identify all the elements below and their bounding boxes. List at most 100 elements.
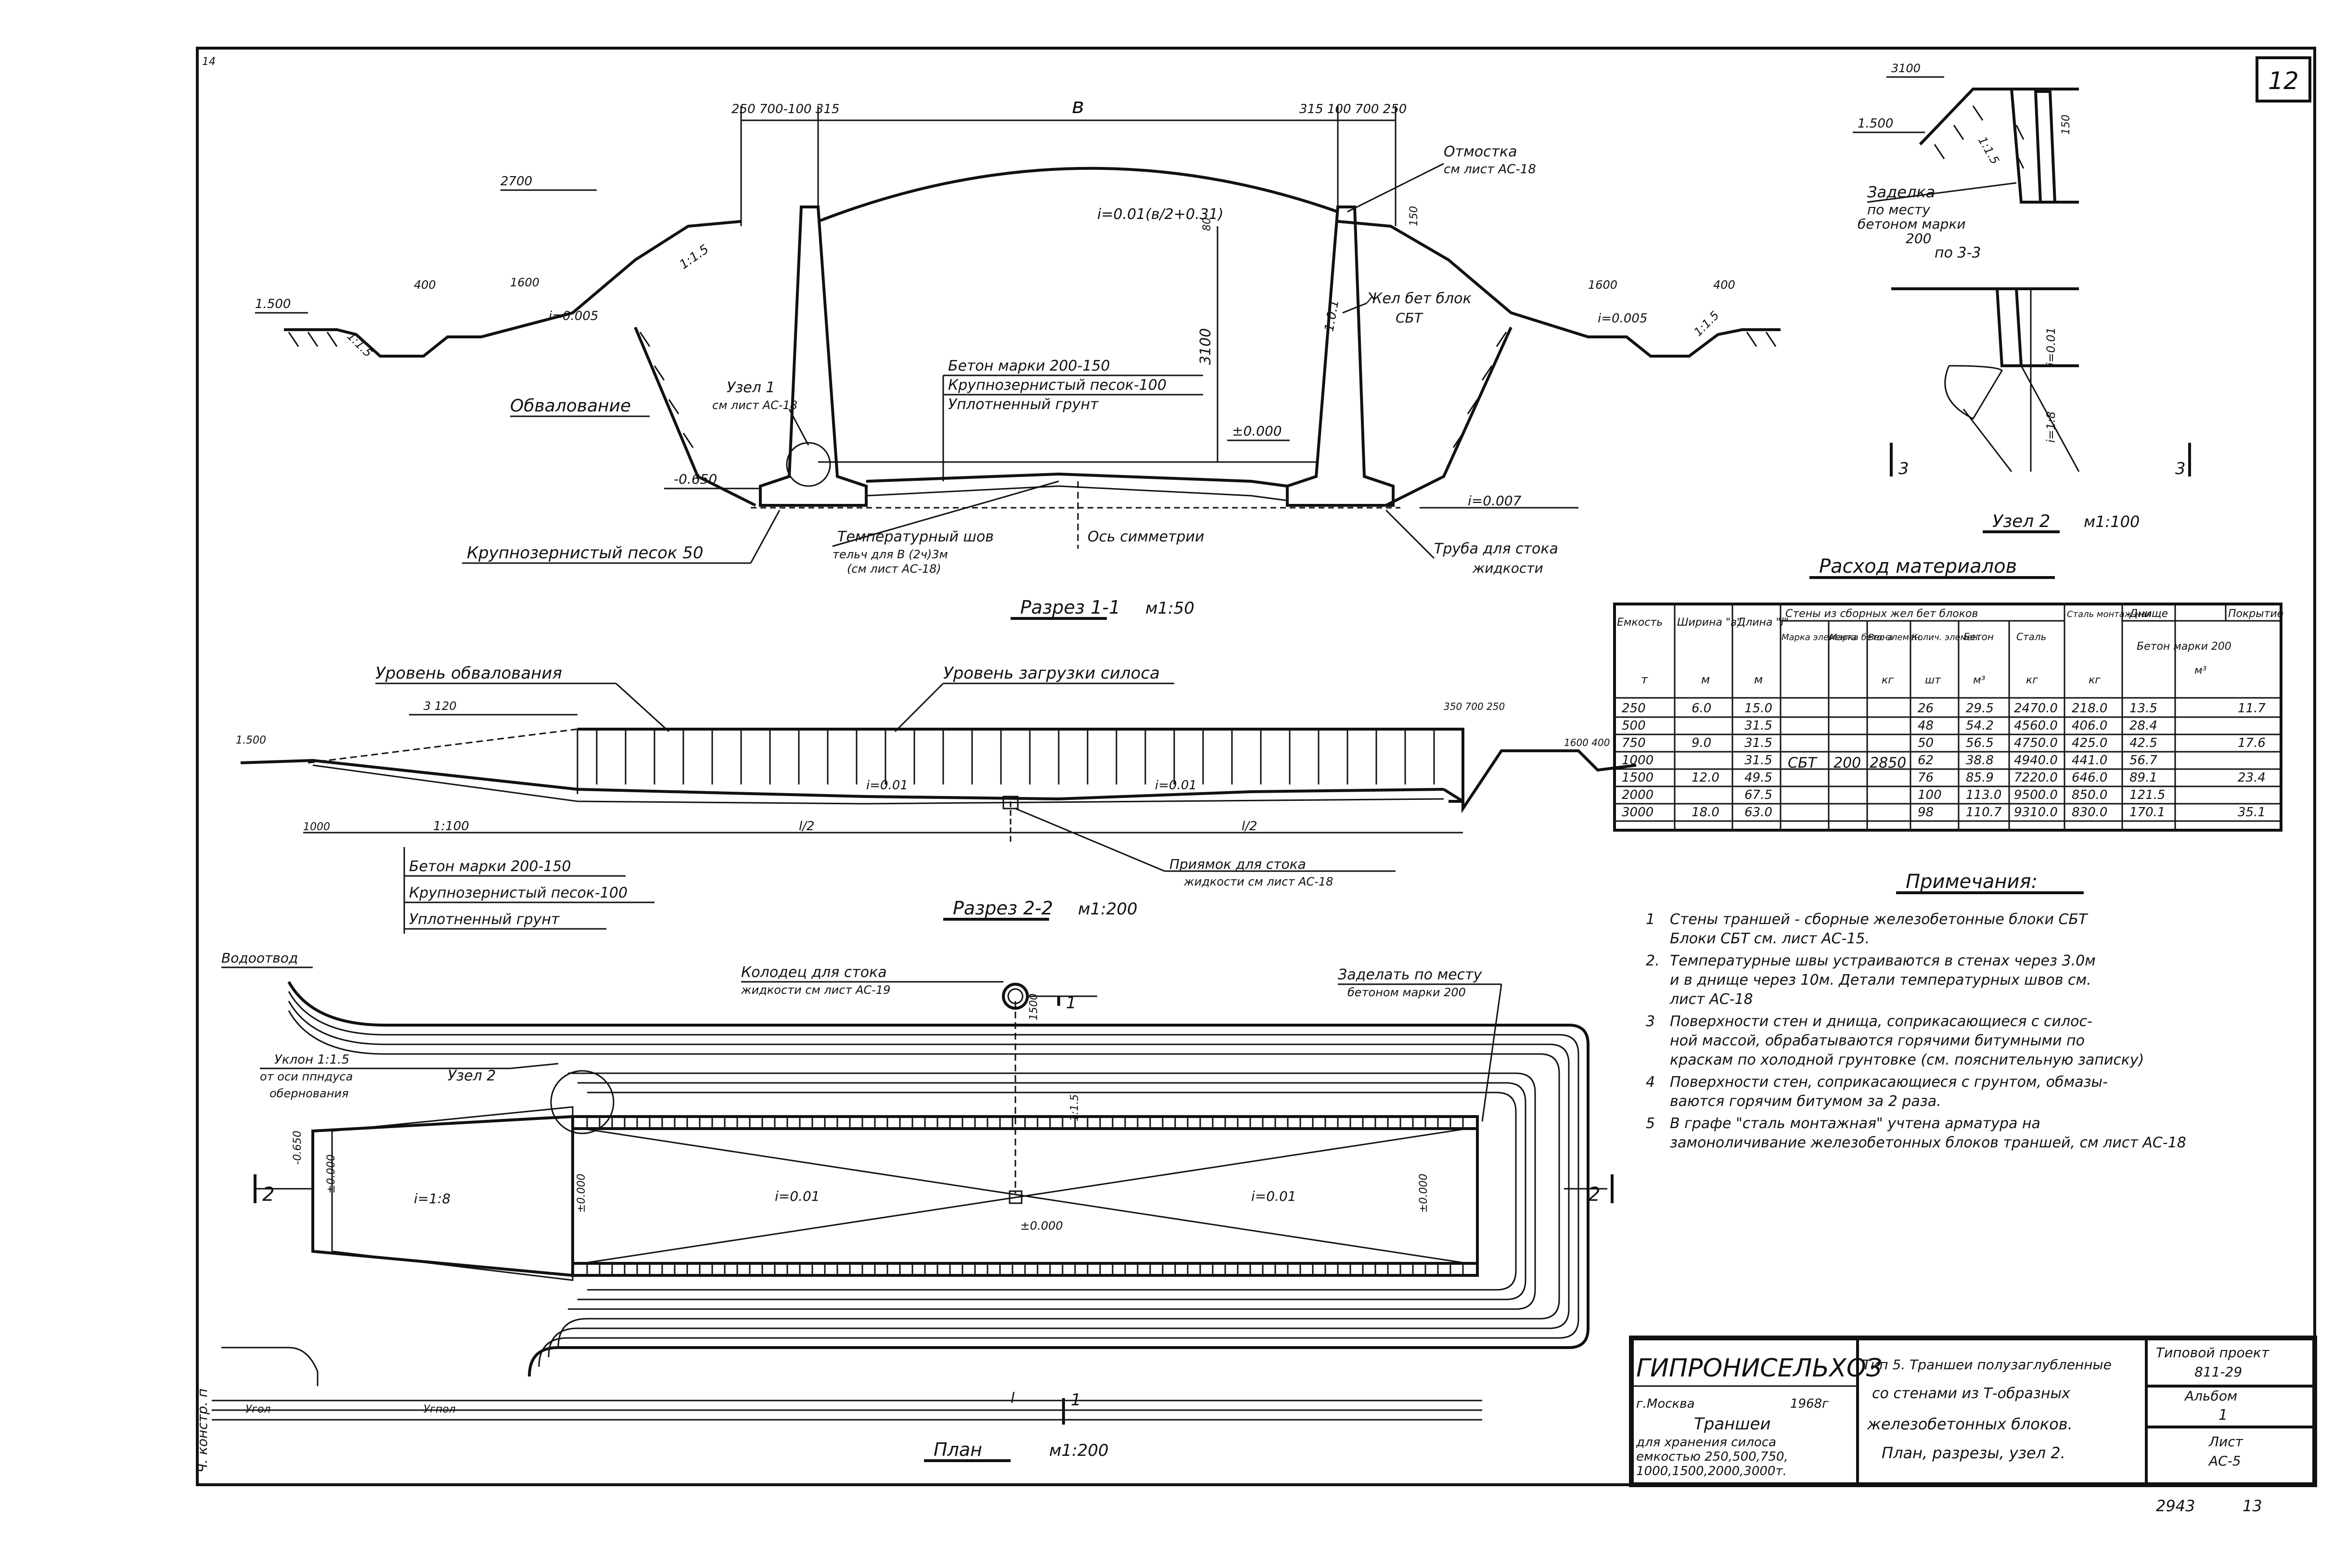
svg-text:150: 150: [2060, 115, 2072, 135]
table-cell-count: 76: [1918, 771, 1934, 785]
table-cell-length: 63.0: [1744, 805, 1772, 820]
table-cell-width: 9.0: [1692, 736, 1711, 750]
svg-text:l/2: l/2: [1242, 819, 1257, 834]
sheet-frame: [196, 47, 2316, 1486]
slope-formula: i=0.01(в/2+0.31): [1097, 206, 1224, 223]
svg-text:кг: кг: [2026, 674, 2038, 686]
label-soil: Уплотненный грунт: [948, 396, 1099, 413]
svg-text:1: 1: [1066, 993, 1077, 1013]
svg-text:План, разрезы, узел 2.: План, разрезы, узел 2.: [1882, 1444, 2065, 1462]
table-cell-mount: 425.0: [2072, 736, 2107, 750]
svg-text:для хранения силоса: для хранения силоса: [1636, 1435, 1776, 1450]
svg-text:АС-5: АС-5: [2208, 1453, 2241, 1469]
svg-text:бетоном марки 200: бетоном марки 200: [1347, 986, 1466, 999]
table-cell-length: 31.5: [1744, 753, 1772, 768]
plan-view: Водоотвод 1 Колодец дл: [212, 950, 1614, 1462]
svg-text:м1:200: м1:200: [1049, 1441, 1109, 1460]
table-cell-bottom: 42.5: [2129, 736, 2157, 750]
svg-text:i=0.01: i=0.01: [775, 1188, 820, 1204]
table-cell-width: 6.0: [1692, 701, 1711, 716]
table-cell-steel: 4560.0: [2014, 719, 2058, 733]
svg-text:см лист АС-18: см лист АС-18: [712, 398, 797, 412]
table-cell-concrete: 85.9: [1966, 771, 1994, 785]
svg-text:l/2: l/2: [799, 819, 815, 834]
svg-text:жидкости см лист АС-19: жидкости см лист АС-19: [741, 983, 890, 997]
table-cell-length: 15.0: [1744, 701, 1772, 716]
table-cell-bottom: 121.5: [2129, 788, 2165, 802]
table-cell-count: 62: [1918, 753, 1934, 768]
table-cell-bottom: 89.1: [2129, 771, 2157, 785]
table-cell-count: 98: [1918, 805, 1934, 820]
elev-0650: -0.650: [674, 471, 717, 487]
svg-text:(см лист АС-18): (см лист АС-18): [847, 562, 941, 576]
svg-text:i=1:8: i=1:8: [2044, 411, 2058, 443]
svg-text:3: 3: [1898, 459, 1909, 478]
note-text: Блоки СБТ см. лист АС-15.: [1670, 930, 1870, 947]
svg-text:железобетонных блоков.: железобетонных блоков.: [1867, 1415, 2073, 1433]
svg-text:±0.000: ±0.000: [576, 1174, 588, 1213]
sheet-number: 12: [2268, 67, 2299, 95]
svg-text:1600: 1600: [1588, 278, 1617, 292]
svg-text:200: 200: [1906, 231, 1931, 246]
table-cell-concrete: 38.8: [1966, 753, 1994, 768]
table-cell-mount: 830.0: [2072, 805, 2107, 820]
note-number: 4: [1646, 1074, 1655, 1091]
svg-text:Бетон марки 200: Бетон марки 200: [2137, 641, 2231, 653]
svg-text:i=0.005: i=0.005: [549, 309, 598, 323]
note-text: краскам по холодной грунтовке (см. поясн…: [1670, 1052, 2144, 1068]
svg-text:3 120: 3 120: [423, 699, 457, 713]
svg-text:Вес элемен.: Вес элемен.: [1868, 632, 1923, 643]
label-level-bund: Уровень обвалования: [375, 664, 562, 683]
table-cell-concrete: 56.5: [1966, 736, 1994, 750]
svg-text:3100: 3100: [1891, 62, 1921, 75]
materials-table: Расход материалов Емкость т Ширина "в" м…: [1613, 555, 2283, 832]
table-cell-steel: 7220.0: [2014, 771, 2058, 785]
svg-text:тельч для В (2ч)3м: тельч для В (2ч)3м: [833, 548, 948, 561]
svg-text:±0.000: ±0.000: [325, 1155, 337, 1194]
svg-text:1000: 1000: [303, 821, 330, 833]
label-obvalovanie: Обвалование: [510, 396, 631, 416]
svg-text:Угпол: Угпол: [423, 1403, 456, 1415]
label-zadelka-plan: Заделать по месту: [1338, 966, 1483, 983]
svg-text:м³: м³: [1973, 674, 1986, 686]
section22-title: Разрез 2-2: [953, 898, 1053, 919]
svg-text:Колич. элемен.: Колич. элемен.: [1911, 632, 1981, 643]
svg-text:Стены из сборных жел бет блоко: Стены из сборных жел бет блоков: [1785, 608, 1978, 620]
svg-text:1968г: 1968г: [1790, 1397, 1829, 1411]
svg-text:см лист АС-18: см лист АС-18: [1444, 162, 1536, 177]
svg-text:Марка бетона: Марка бетона: [1830, 632, 1893, 643]
table-cell-bottom: 56.7: [2129, 753, 2157, 768]
svg-text:обернования: обернования: [269, 1087, 348, 1100]
svg-text:1:1.5: 1:1.5: [345, 329, 375, 360]
svg-text:l: l: [1011, 1390, 1015, 1407]
table-cell-bottom: 28.4: [2129, 719, 2157, 733]
svg-text:Уплотненный грунт: Уплотненный грунт: [409, 911, 560, 928]
note-text: Температурные швы устраиваются в стенах …: [1670, 952, 2096, 969]
table-cell-capacity: 3000: [1622, 805, 1654, 820]
svg-text:i=0.01: i=0.01: [866, 778, 908, 793]
table-cell-bottom: 13.5: [2129, 701, 2157, 716]
svg-text:Угол: Угол: [245, 1403, 271, 1415]
note-text: лист АС-18: [1669, 991, 1753, 1008]
svg-text:Крупнозернистый песок-100: Крупнозернистый песок-100: [409, 885, 628, 901]
uzel2-title: Узел 2: [1992, 512, 2051, 531]
table-cell-cover: 35.1: [2238, 805, 2266, 820]
svg-text:3: 3: [2175, 459, 2186, 478]
svg-text:i=0.005: i=0.005: [1598, 311, 1647, 326]
svg-text:1.500: 1.500: [236, 734, 266, 746]
table-cell-cover: 11.7: [2238, 701, 2266, 716]
table-cell-cover: 17.6: [2238, 736, 2266, 750]
svg-text:2: 2: [1588, 1183, 1600, 1206]
svg-text:Типовой проект: Типовой проект: [2156, 1345, 2269, 1361]
note-number: 5: [1646, 1115, 1655, 1132]
table-cell-width: 18.0: [1692, 805, 1719, 820]
label-beton: Бетон марки 200-150: [948, 358, 1110, 374]
materials-title: Расход материалов: [1819, 555, 2017, 578]
svg-text:±0.000: ±0.000: [1020, 1219, 1063, 1233]
svg-text:м1:100: м1:100: [2084, 513, 2140, 531]
label-po33: по 3-3: [1935, 244, 1981, 261]
note-number: 1: [1646, 911, 1655, 928]
table-cell-mount: 441.0: [2072, 753, 2107, 768]
